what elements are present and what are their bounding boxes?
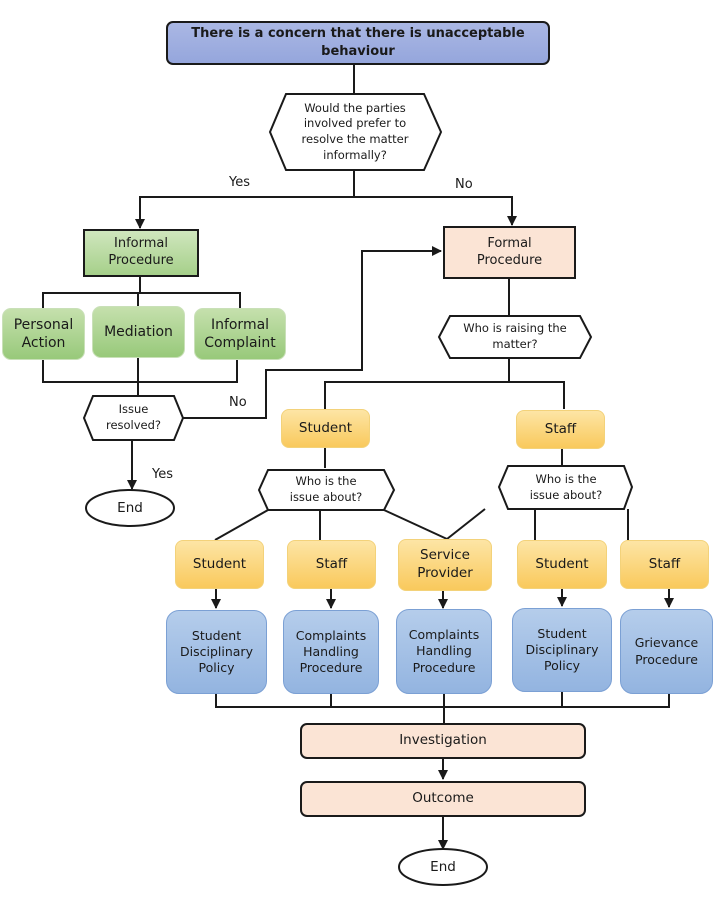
decision-issue-resolved: Issue resolved? <box>105 402 162 432</box>
subject-staff-2: Staff <box>620 540 709 589</box>
edge-to-formal <box>354 196 517 226</box>
end-informal: End <box>117 500 143 516</box>
policy-student-disciplinary-1: Student Disciplinary Policy <box>166 610 267 694</box>
edge-to-informal <box>135 170 355 229</box>
decision-prefer-informal: Would the parties involved prefer to res… <box>301 100 409 162</box>
edge-resolved-no <box>183 246 442 419</box>
label-yes-informal: Yes <box>229 175 250 190</box>
decision-prefer-informal-shape <box>268 93 443 171</box>
edge-right-to-provider <box>446 508 486 540</box>
subject-service-provider: Service Provider <box>398 539 492 591</box>
decision-who-about-right: Who is the issue about? <box>529 471 603 502</box>
start-concern-box: There is a concern that there is unaccep… <box>166 21 550 65</box>
end-formal: End <box>430 859 456 875</box>
decision-who-raising-shape <box>437 315 593 359</box>
decision-who-about-right-shape <box>497 465 634 510</box>
raiser-student: Student <box>281 409 370 448</box>
end-ellipse-formal <box>398 848 488 886</box>
edge-left-to-student <box>214 509 269 541</box>
investigation-box: Investigation <box>300 723 586 759</box>
subject-staff-1: Staff <box>287 540 376 589</box>
decision-issue-resolved-shape <box>82 395 185 441</box>
label-yes-resolved: Yes <box>152 467 173 482</box>
decision-who-about-left: Who is the issue about? <box>289 474 363 504</box>
label-no-resolved: No <box>229 395 247 410</box>
raiser-staff: Staff <box>516 410 605 449</box>
edge-informal-branches <box>42 292 241 308</box>
policy-student-disciplinary-2: Student Disciplinary Policy <box>512 608 612 692</box>
edge-left-to-provider <box>383 509 448 540</box>
edge-options-merge <box>42 360 238 383</box>
option-informal-complaint: Informal Complaint <box>194 308 286 360</box>
label-no-formal: No <box>455 177 473 192</box>
decision-who-about-left-shape <box>257 469 396 511</box>
formal-procedure-box: Formal Procedure <box>443 226 576 279</box>
option-personal-action: Personal Action <box>2 308 85 360</box>
policy-complaints-handling-2: Complaints Handling Procedure <box>396 609 492 694</box>
policy-grievance: Grievance Procedure <box>620 609 713 694</box>
end-ellipse-informal <box>85 489 175 527</box>
policy-complaints-handling-1: Complaints Handling Procedure <box>283 610 379 694</box>
subject-student-2: Student <box>517 540 607 589</box>
edge-raisers-split <box>324 381 565 409</box>
edge-policies-merge <box>215 694 670 708</box>
outcome-box: Outcome <box>300 781 586 817</box>
option-mediation: Mediation <box>92 306 185 358</box>
decision-who-raising: Who is raising the matter? <box>463 321 567 351</box>
informal-procedure-box: Informal Procedure <box>83 229 199 277</box>
subject-student-1: Student <box>175 540 264 589</box>
